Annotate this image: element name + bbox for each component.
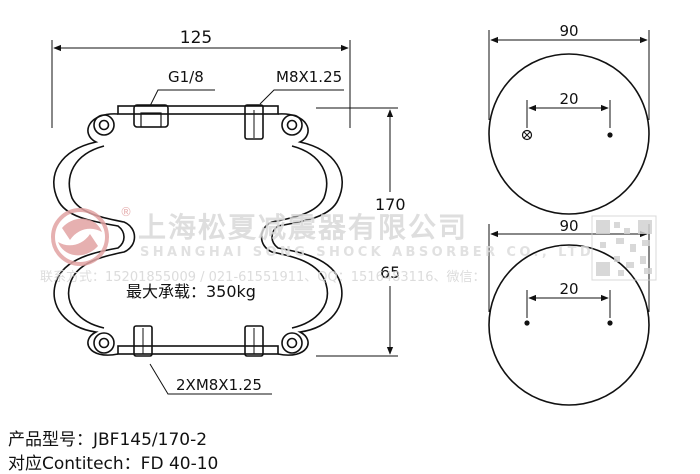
bottom-bead-plate	[117, 345, 279, 355]
bottom-ports-label: 2XM8X1.25	[176, 376, 262, 394]
top-plate-diameter-label: 90	[559, 22, 578, 40]
registered-mark: ®	[120, 205, 132, 219]
max-load-label: 最大承载：350kg	[126, 282, 256, 301]
top-plate-outline	[488, 53, 650, 215]
side-view	[51, 40, 398, 395]
top-plate-hole-spacing-label: 20	[559, 90, 578, 108]
bottom-plate-diameter-label: 90	[559, 217, 578, 235]
bottom-plate-hole-spacing-label: 20	[559, 280, 578, 298]
bellows-outer-profile	[53, 113, 125, 356]
company-logo-icon: ®	[51, 205, 132, 266]
bellows-inner-profile	[67, 145, 136, 329]
leader-bottom	[149, 363, 272, 395]
width-label: 125	[180, 28, 212, 48]
top-plate-view	[488, 30, 650, 215]
top-air-inlet-symbol	[521, 129, 533, 141]
contitech-cross-reference: 对应Contitech：FD 40-10	[8, 454, 219, 474]
bottom-stud-hole-right	[607, 320, 613, 326]
product-model: 产品型号：JBF145/170-2	[8, 430, 208, 450]
bottom-stud-left	[133, 325, 153, 357]
leader-top-left	[149, 89, 215, 107]
top-stud-fitting	[244, 104, 264, 140]
watermark-company-zh: 上海松夏减震器有限公司	[138, 211, 468, 244]
top-left-port-label: G1/8	[168, 68, 204, 86]
bottom-plate-outline	[488, 244, 650, 406]
top-air-fitting	[133, 104, 169, 128]
top-right-port-label: M8X1.25	[276, 68, 342, 86]
height-label: 170	[375, 195, 406, 214]
bottom-plate-view	[488, 224, 650, 406]
qr-code-icon	[591, 215, 657, 281]
leader-top-right	[259, 89, 344, 105]
watermark: ® 上海松夏减震器有限公司 SHANGHAI SONG SHOCK ABSORB…	[40, 205, 657, 285]
watermark-company-en: SHANGHAI SONG SHOCK ABSORBER CO., LTD	[140, 245, 594, 260]
bottom-stud-right	[244, 325, 264, 357]
top-bead-plate	[117, 105, 279, 115]
top-stud-hole	[607, 132, 613, 138]
bottom-stud-hole-left	[524, 320, 530, 326]
waist-label: 65	[380, 263, 400, 282]
watermark-contact: 联系方式：15201855009 / 021-61551911、QQ：15164…	[40, 269, 485, 285]
